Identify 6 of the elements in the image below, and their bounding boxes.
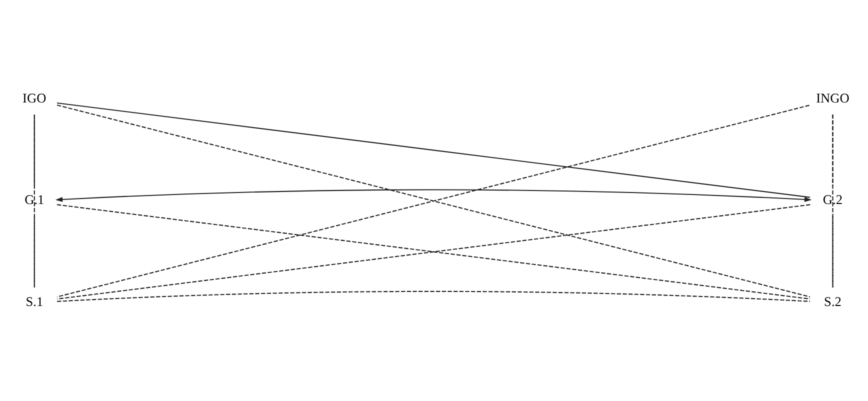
node-text: G.2	[822, 192, 843, 207]
node-text: S.1	[26, 293, 44, 308]
node-text: S.2	[824, 293, 842, 308]
node-text: G.1	[24, 192, 44, 207]
node-text: INGO	[816, 90, 850, 105]
node-text: IGO	[22, 90, 46, 105]
